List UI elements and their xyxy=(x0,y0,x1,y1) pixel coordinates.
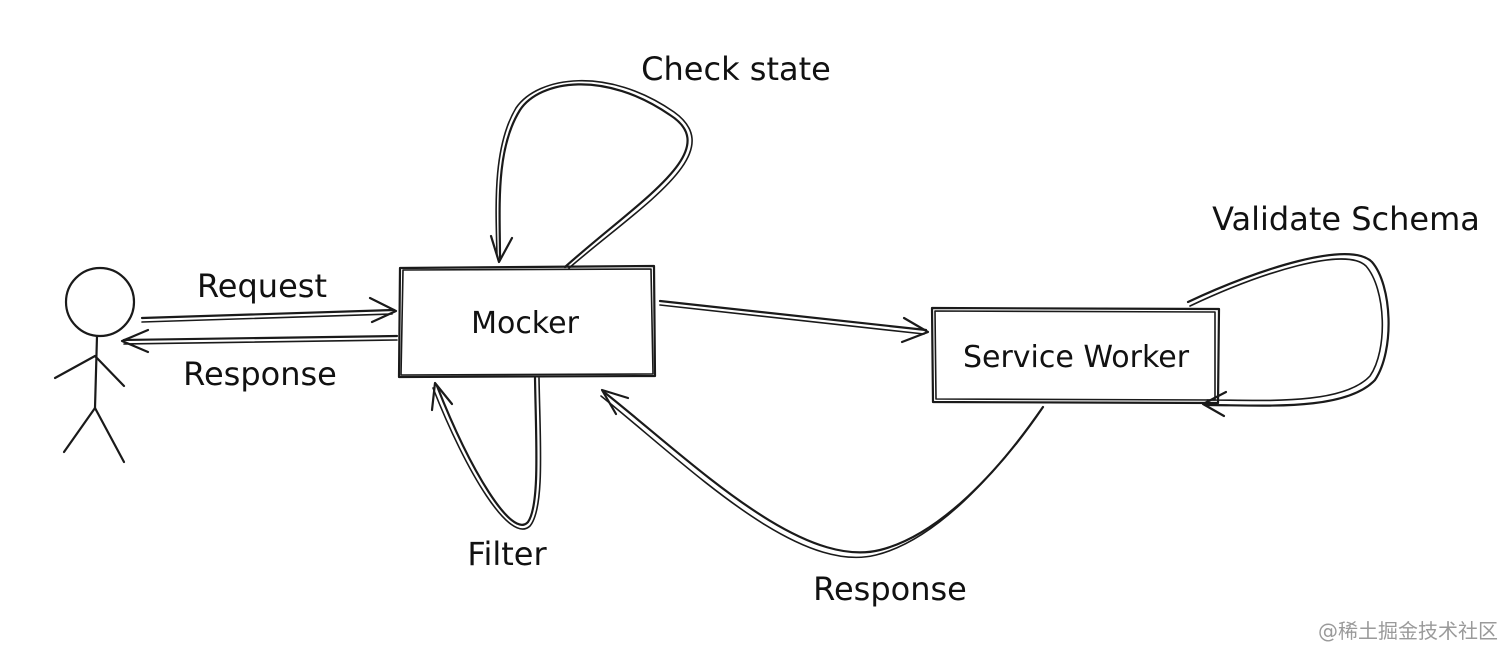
validate-schema-loop xyxy=(1186,253,1390,418)
service-worker-node: Service Worker xyxy=(930,306,1221,405)
filter-loop xyxy=(430,376,542,530)
mocker-label: Mocker xyxy=(471,306,579,341)
response-from-worker-arrow xyxy=(600,388,1045,558)
check-state-loop xyxy=(489,79,693,269)
mocker-node: Mocker xyxy=(397,264,657,379)
validate-schema-label: Validate Schema xyxy=(1212,200,1480,238)
request-label: Request xyxy=(197,267,327,305)
response-from-worker-label: Response xyxy=(813,570,967,608)
mocker-to-worker-arrow xyxy=(658,299,930,344)
user-figure xyxy=(53,266,136,464)
watermark: @稀土掘金技术社区 xyxy=(1318,619,1498,643)
filter-label: Filter xyxy=(467,535,547,573)
response-to-user-arrow xyxy=(120,328,399,354)
request-arrow xyxy=(140,296,398,324)
service-worker-label: Service Worker xyxy=(963,340,1190,375)
check-state-label: Check state xyxy=(641,50,831,88)
response-to-user-label: Response xyxy=(183,355,337,393)
